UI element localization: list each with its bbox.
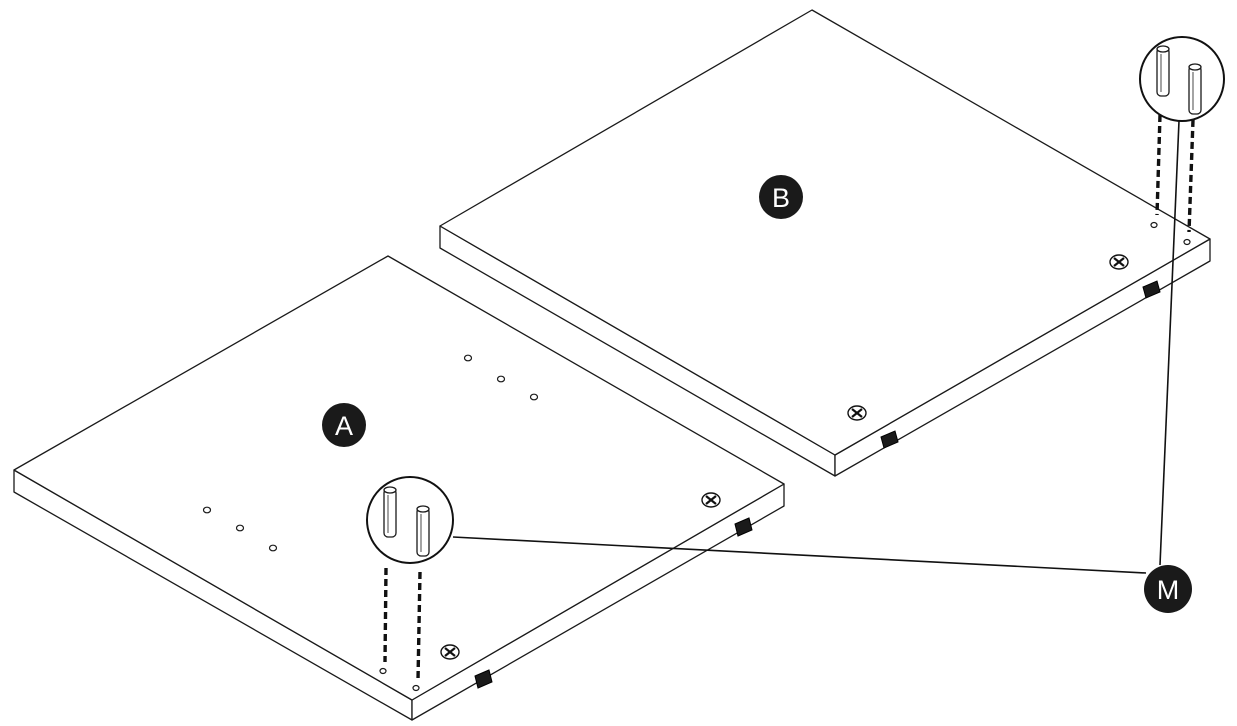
panel-b-label-badge: B [759,175,803,219]
panel-b-dowel-guide [1155,114,1162,216]
panel-b-cam-pin [1142,280,1161,299]
panel-a-cam-lock [440,644,460,660]
panel-a-dowel-guide [383,567,388,663]
panel-b-top-face [439,9,1211,456]
part-m-label-badge: M [1144,565,1192,613]
panel-b-cam-lock [847,405,867,421]
leader-line-a [452,536,1147,574]
dowel-icon [1188,63,1202,115]
part-m-label: M [1157,575,1180,605]
panel-a-dowel-callout [366,476,454,564]
panel-a-cam-lock [701,492,721,508]
leader-line-b [1159,120,1180,566]
panel-a-hole [463,354,473,362]
panel-a-label-badge: A [322,403,366,447]
panel-a-hole [235,524,245,532]
panel-a-hole [202,506,212,514]
panel-b-hole [1150,221,1158,229]
panel-a: A [13,255,785,721]
panel-a-hole [412,684,420,692]
panel-b-hole [1183,238,1191,246]
panel-a-hole [496,375,506,383]
panel-a-dowel-guide [416,571,422,681]
panel-b-label: B [772,183,790,213]
panel-a-hole [268,544,278,552]
panel-a-cam-pin [734,517,753,537]
dowel-icon [383,486,397,538]
dowel-icon [1156,45,1170,97]
panel-b-cam-pin [880,430,899,449]
panel-a-cam-pin [474,669,493,689]
panel-b-cam-lock [1109,254,1129,270]
panel-a-hole [379,667,387,675]
panel-a-label: A [335,411,353,441]
dowel-icon [416,505,430,557]
panel-b-dowel-guide [1187,119,1195,233]
panel-a-hole [529,393,539,401]
panel-b: B [439,9,1225,477]
panel-b-dowel-callout [1139,36,1225,122]
